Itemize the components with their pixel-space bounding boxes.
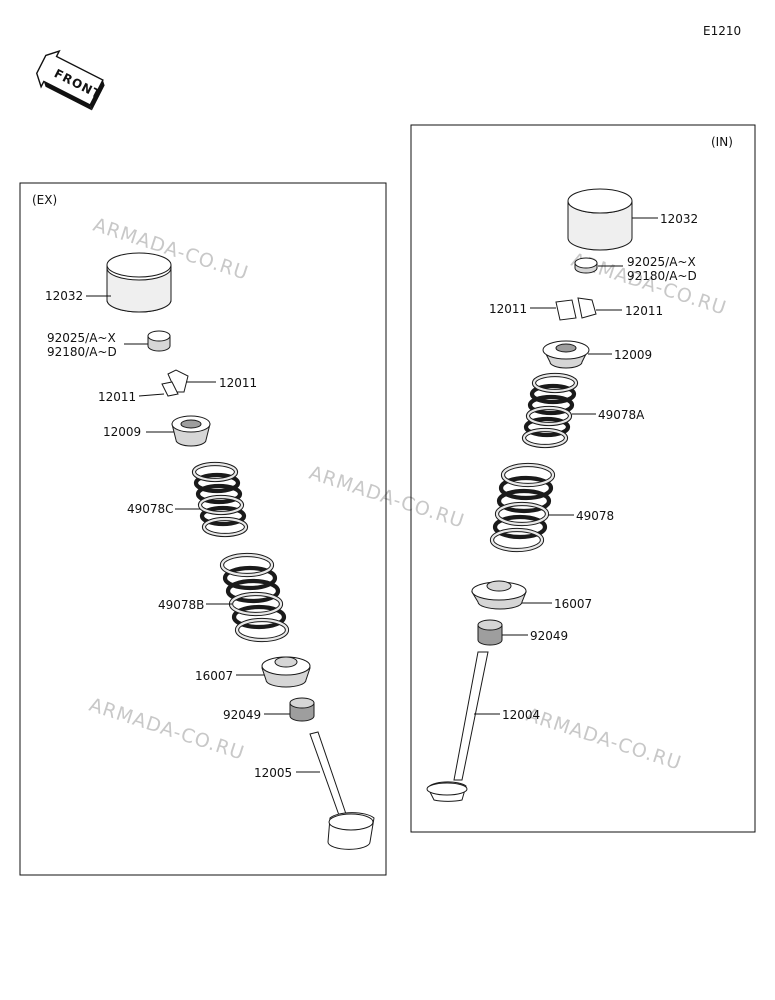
- in-label-spring-inner: 49078A: [598, 408, 645, 422]
- in-label-cotter-left: 12011: [489, 302, 527, 316]
- in-label-spring-seat: 16007: [554, 597, 592, 611]
- in-shim: [574, 257, 598, 274]
- ex-spring-outer: [219, 552, 290, 643]
- front-arrow-icon: FRONT: [35, 49, 105, 111]
- ex-label-spring-outer: 49078B: [158, 598, 204, 612]
- ex-spring-inner: [191, 461, 249, 538]
- ex-label-shim-b: 92180/A~D: [47, 345, 117, 359]
- ex-label-spring-inner: 49078C: [127, 502, 174, 516]
- ex-label-spring-seat: 16007: [195, 669, 233, 683]
- in-panel-title: (IN): [711, 135, 733, 149]
- ex-label-retainer: 12009: [103, 425, 141, 439]
- ex-panel: (EX) 12032 92025/A~X 92180/A~D 12011 120…: [19, 182, 387, 876]
- ex-valve: [309, 731, 375, 850]
- ex-label-shim-a: 92025/A~X: [47, 331, 116, 345]
- watermark: ARMADA-CO.RU: [86, 694, 247, 765]
- ex-seal: [289, 697, 315, 722]
- ex-tappet: [106, 252, 172, 313]
- ex-cotters: [161, 369, 189, 397]
- watermark: ARMADA-CO.RU: [523, 704, 684, 775]
- in-label-shim-b: 92180/A~D: [627, 269, 697, 283]
- in-retainer: [542, 340, 590, 369]
- ex-spring-seat: [261, 656, 311, 688]
- ex-label-cotter-right: 12011: [219, 376, 257, 390]
- ex-label-tappet: 12032: [45, 289, 83, 303]
- in-label-spring-outer: 49078: [576, 509, 614, 523]
- ex-retainer: [171, 415, 211, 447]
- in-label-valve: 12004: [502, 708, 540, 722]
- in-label-shim-a: 92025/A~X: [627, 255, 696, 269]
- in-seal: [477, 619, 503, 646]
- in-spring-inner: [521, 372, 579, 449]
- in-label-retainer: 12009: [614, 348, 652, 362]
- in-tappet: [567, 188, 633, 251]
- in-spring-outer: [489, 462, 556, 553]
- in-panel: (IN) 12032 92025/A~X 92180/A~D 12011 120…: [410, 124, 756, 833]
- in-valve: [426, 651, 489, 802]
- in-label-cotter-right: 12011: [625, 304, 663, 318]
- ex-panel-frame: [19, 182, 387, 876]
- in-label-seal: 92049: [530, 629, 568, 643]
- in-label-tappet: 12032: [660, 212, 698, 226]
- diagram-code: E1210: [703, 24, 741, 38]
- in-spring-seat: [471, 580, 527, 610]
- ex-shim: [147, 330, 171, 352]
- ex-label-cotter-left: 12011: [98, 390, 136, 404]
- watermark: ARMADA-CO.RU: [306, 462, 467, 533]
- ex-panel-title: (EX): [32, 193, 57, 207]
- in-panel-frame: [410, 124, 756, 833]
- ex-label-seal: 92049: [223, 708, 261, 722]
- ex-label-valve: 12005: [254, 766, 292, 780]
- in-cotters: [555, 297, 597, 321]
